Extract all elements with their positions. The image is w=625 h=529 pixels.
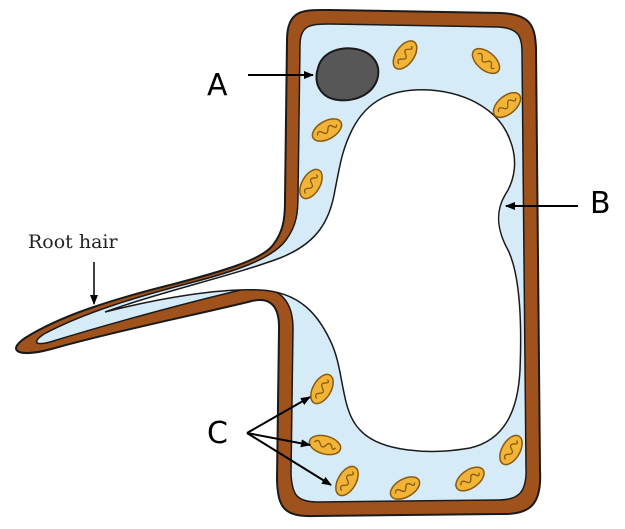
label-c: C <box>207 416 228 451</box>
nucleus <box>317 48 379 100</box>
label-b: B <box>590 186 611 221</box>
label-root-hair: Root hair <box>28 231 118 253</box>
label-a: A <box>207 68 228 103</box>
